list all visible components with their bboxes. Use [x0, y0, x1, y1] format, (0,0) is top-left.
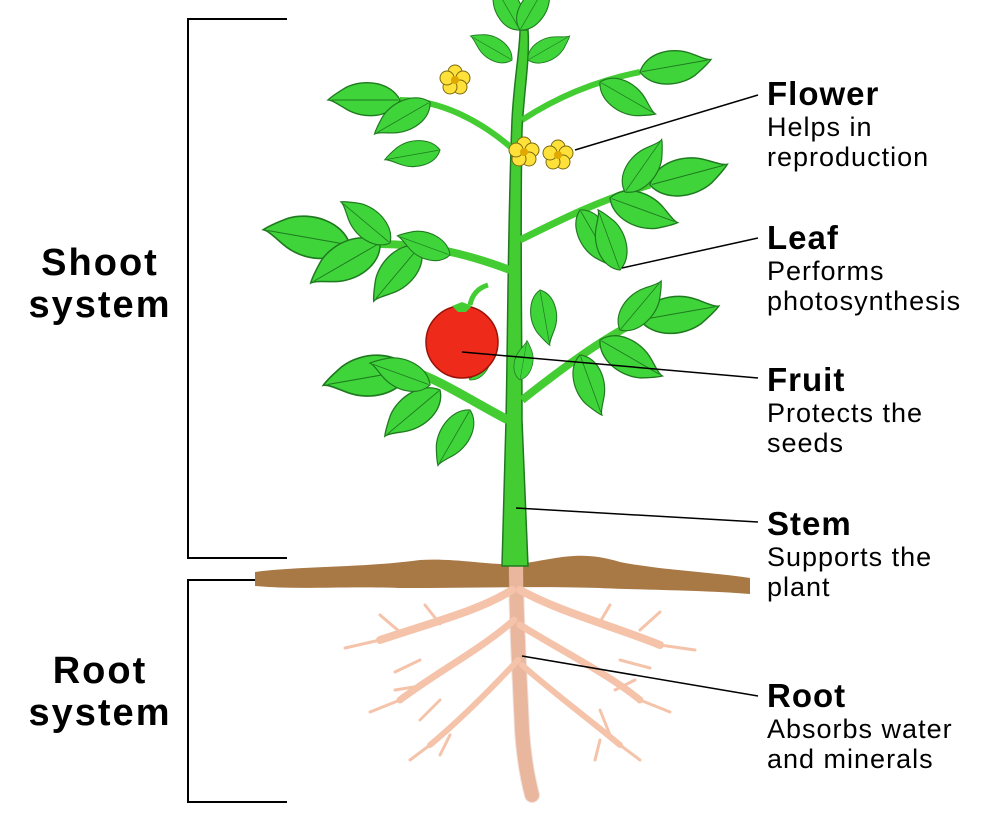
stem-pointer	[515, 507, 759, 523]
fruit-name: Fruit	[767, 361, 846, 398]
flower-label: Flower Helps in reproduction	[767, 75, 967, 173]
root-system-bracket	[187, 579, 287, 803]
leaf-desc: Performs photosynthesis	[767, 256, 962, 316]
fruit-pointer	[461, 351, 759, 379]
stem-name: Stem	[767, 505, 852, 542]
root-name: Root	[767, 677, 847, 714]
root-system-label-line1: Root	[52, 650, 148, 692]
flower-desc: Helps in reproduction	[767, 112, 930, 172]
shoot-system-bracket	[187, 18, 287, 559]
root-system-drawing	[343, 558, 697, 803]
fruit-desc: Protects the seeds	[767, 398, 924, 458]
flower-pointer	[574, 94, 759, 151]
leaf-label: Leaf Performs photosynthesis	[767, 219, 997, 317]
root-pointer	[521, 655, 759, 697]
flower-name: Flower	[767, 75, 880, 112]
fruit-drawing	[425, 282, 499, 379]
stem-desc: Supports the plant	[767, 542, 933, 602]
fruit-label: Fruit Protects the seeds	[767, 361, 967, 459]
root-label: Root Absorbs water and minerals	[767, 677, 982, 775]
stem-label: Stem Supports the plant	[767, 505, 967, 603]
pointer-lines	[461, 94, 759, 697]
shoot-system-label: Shoot system	[10, 242, 190, 326]
leaf-name: Leaf	[767, 219, 839, 256]
root-desc: Absorbs water and minerals	[767, 714, 953, 774]
soil-band	[255, 555, 750, 594]
root-system-label: Root system	[10, 650, 190, 734]
root-system-label-line2: system	[28, 692, 172, 734]
shoot-system-label-line1: Shoot	[41, 242, 159, 284]
leaves-drawing	[259, 0, 734, 473]
shoot-system-label-line2: system	[28, 284, 172, 326]
leaf-pointer	[621, 237, 759, 269]
